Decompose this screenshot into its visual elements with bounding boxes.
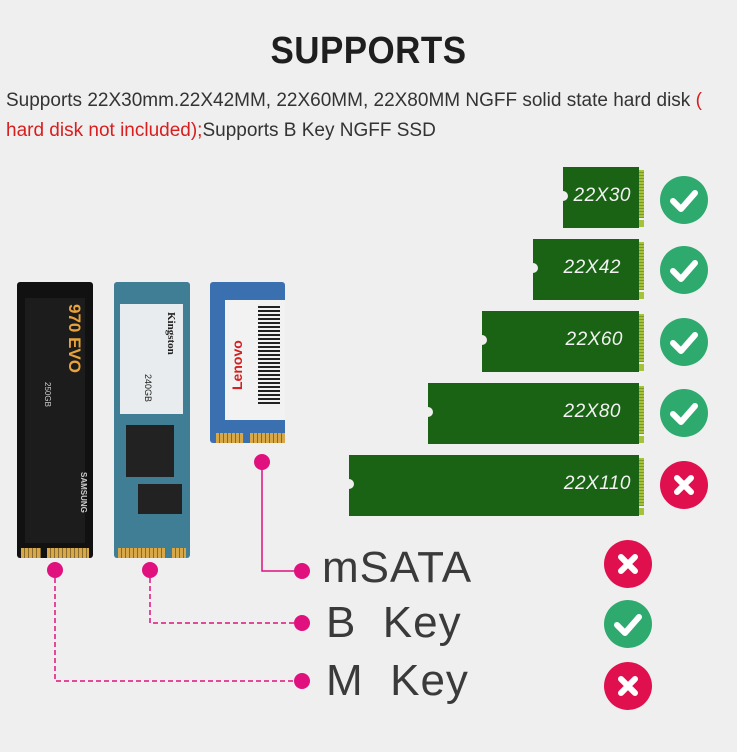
connector-dot [142, 562, 158, 578]
page-title: SUPPORTS [270, 30, 467, 72]
check-icon [660, 176, 708, 224]
description-text: Supports 22X30mm.22X42MM, 22X60MM, 22X80… [6, 90, 696, 111]
cross-icon [604, 662, 652, 710]
size-label: 22X60 [565, 329, 623, 350]
check-icon [660, 389, 708, 437]
size-bar-22x60: 22X60 [477, 311, 644, 372]
interface-label-b-key: B Key [326, 598, 462, 647]
connector-dot [47, 562, 63, 578]
check-icon [660, 318, 708, 366]
kingston-b-key-ssd: Kingston 240GB [114, 282, 190, 558]
interface-label-msata: mSATA [322, 543, 473, 592]
size-bar-22x80: 22X80 [423, 383, 644, 444]
connector-dot [294, 673, 310, 689]
size-bar-22x110: 22X110 [344, 455, 644, 516]
size-label: 22X110 [563, 473, 631, 494]
check-icon [660, 246, 708, 294]
size-label: 22X30 [573, 185, 631, 206]
size-label: 22X42 [563, 257, 621, 278]
connector-dot [294, 563, 310, 579]
size-label: 22X80 [563, 401, 621, 422]
description-text-2: Supports B Key NGFF SSD [202, 120, 436, 141]
warning-text: ( hard disk not included); [6, 90, 702, 141]
connector-dot [294, 615, 310, 631]
description: Supports 22X30mm.22X42MM, 22X60MM, 22X80… [6, 86, 731, 146]
lenovo-msata-ssd: Lenovo [210, 282, 285, 443]
size-bar-22x42: 22X42 [528, 239, 644, 300]
cross-icon [660, 461, 708, 509]
cross-icon [604, 540, 652, 588]
check-icon [604, 600, 652, 648]
samsung-m-key-ssd: 970 EVO 250GB SAMSUNG [17, 282, 93, 558]
connector-dot [254, 454, 270, 470]
size-bar-22x30: 22X30 [558, 167, 644, 228]
interface-label-m-key: M Key [326, 656, 469, 705]
